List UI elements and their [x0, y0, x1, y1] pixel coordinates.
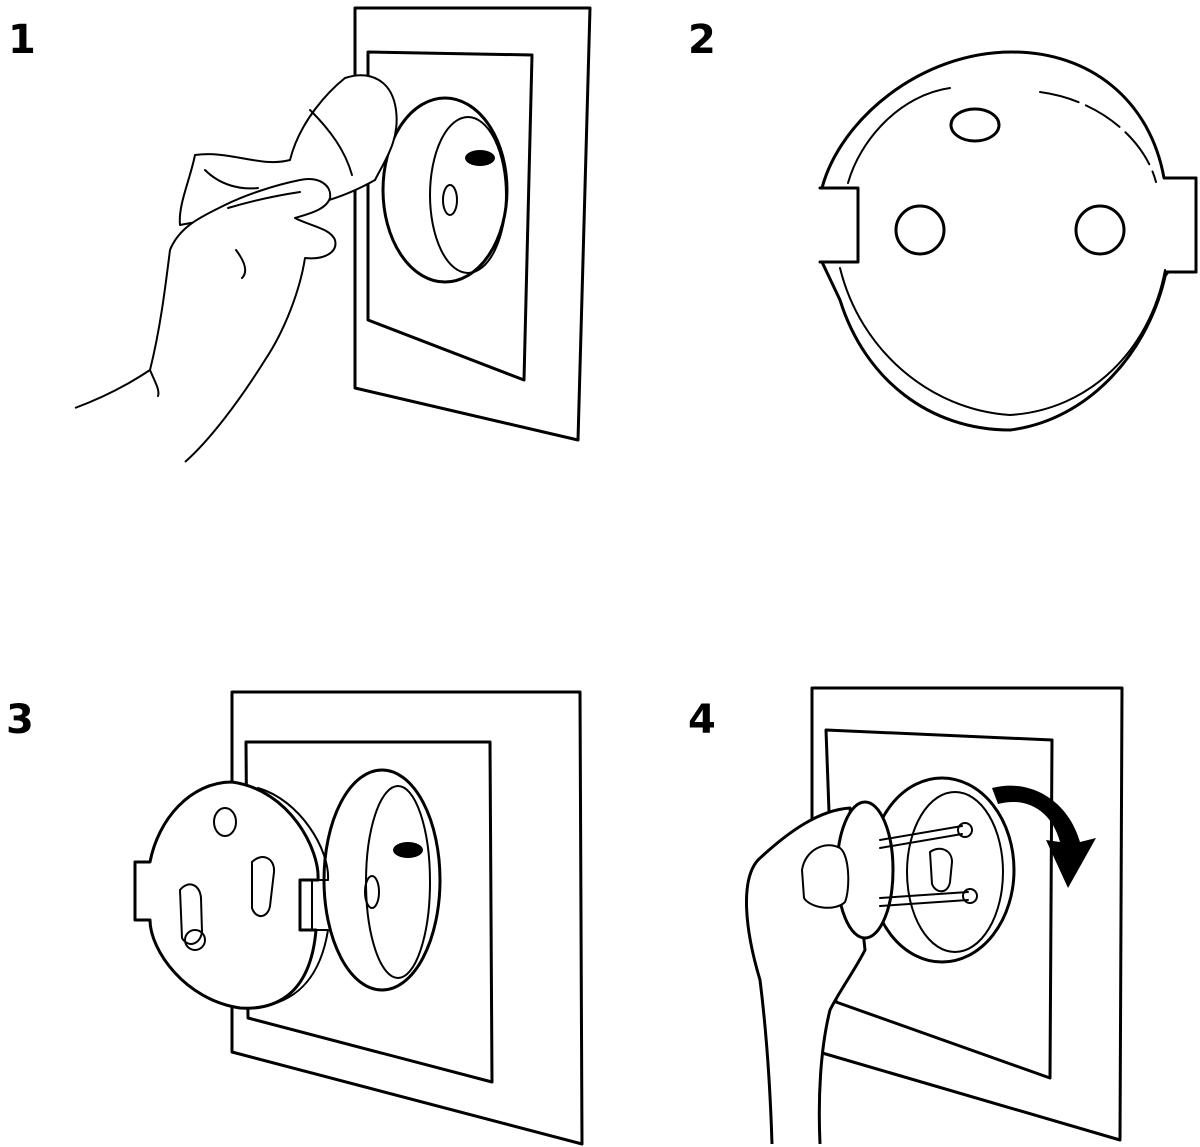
socket-hole-1 [442, 184, 458, 216]
plug-pin-top-tip [957, 822, 973, 838]
step-4-number: 4 [688, 697, 716, 743]
step-4-illustration [745, 686, 1124, 1145]
cover-hole-top [949, 107, 1001, 143]
step-3-illustration [133, 690, 584, 1146]
step-1-number: 1 [8, 17, 36, 63]
cloth-fold-2 [309, 109, 353, 176]
socket-mark-3 [393, 842, 423, 858]
step-3-number: 3 [6, 697, 34, 743]
step-2-number: 2 [688, 17, 716, 63]
socket-3 [322, 768, 442, 992]
plug-grip [801, 844, 850, 909]
cover-body [820, 50, 1198, 432]
cover-3-rim [257, 787, 330, 1007]
socket-4-face [906, 791, 1004, 953]
hand-finger-line [227, 191, 301, 209]
socket-hole-3 [364, 875, 380, 909]
hand-knuckle [235, 249, 247, 279]
cover-hole-right [1074, 204, 1126, 256]
socket-mark-1 [465, 150, 495, 166]
step-1-illustration [74, 6, 592, 463]
plug-pin-bottom-tip [962, 888, 978, 904]
cover-3 [133, 780, 320, 1010]
cover-3-hole-top [213, 807, 237, 837]
socket-4-slot [929, 847, 953, 893]
plug-pin-top [879, 825, 963, 841]
cover-notch-left [818, 186, 860, 264]
plug-pin-top-2 [879, 833, 963, 849]
cover-3-slot-right [251, 856, 276, 917]
plug-pin-bottom-2 [879, 899, 969, 907]
cover-3-hole-bottom [184, 929, 206, 951]
cover-inner-rim-bottom [839, 267, 1166, 416]
socket-face-1 [429, 116, 507, 274]
cover-hole-left [894, 204, 946, 256]
plug-pin-bottom [879, 891, 969, 899]
cover-inner-rim-tr [1039, 91, 1157, 183]
hand [74, 178, 337, 463]
cloth-fold [204, 169, 259, 190]
cover-inner-rim-tl [847, 87, 951, 184]
rotate-arrow-icon [992, 785, 1096, 888]
wrist-line [149, 369, 160, 397]
step-2-illustration [818, 50, 1198, 432]
